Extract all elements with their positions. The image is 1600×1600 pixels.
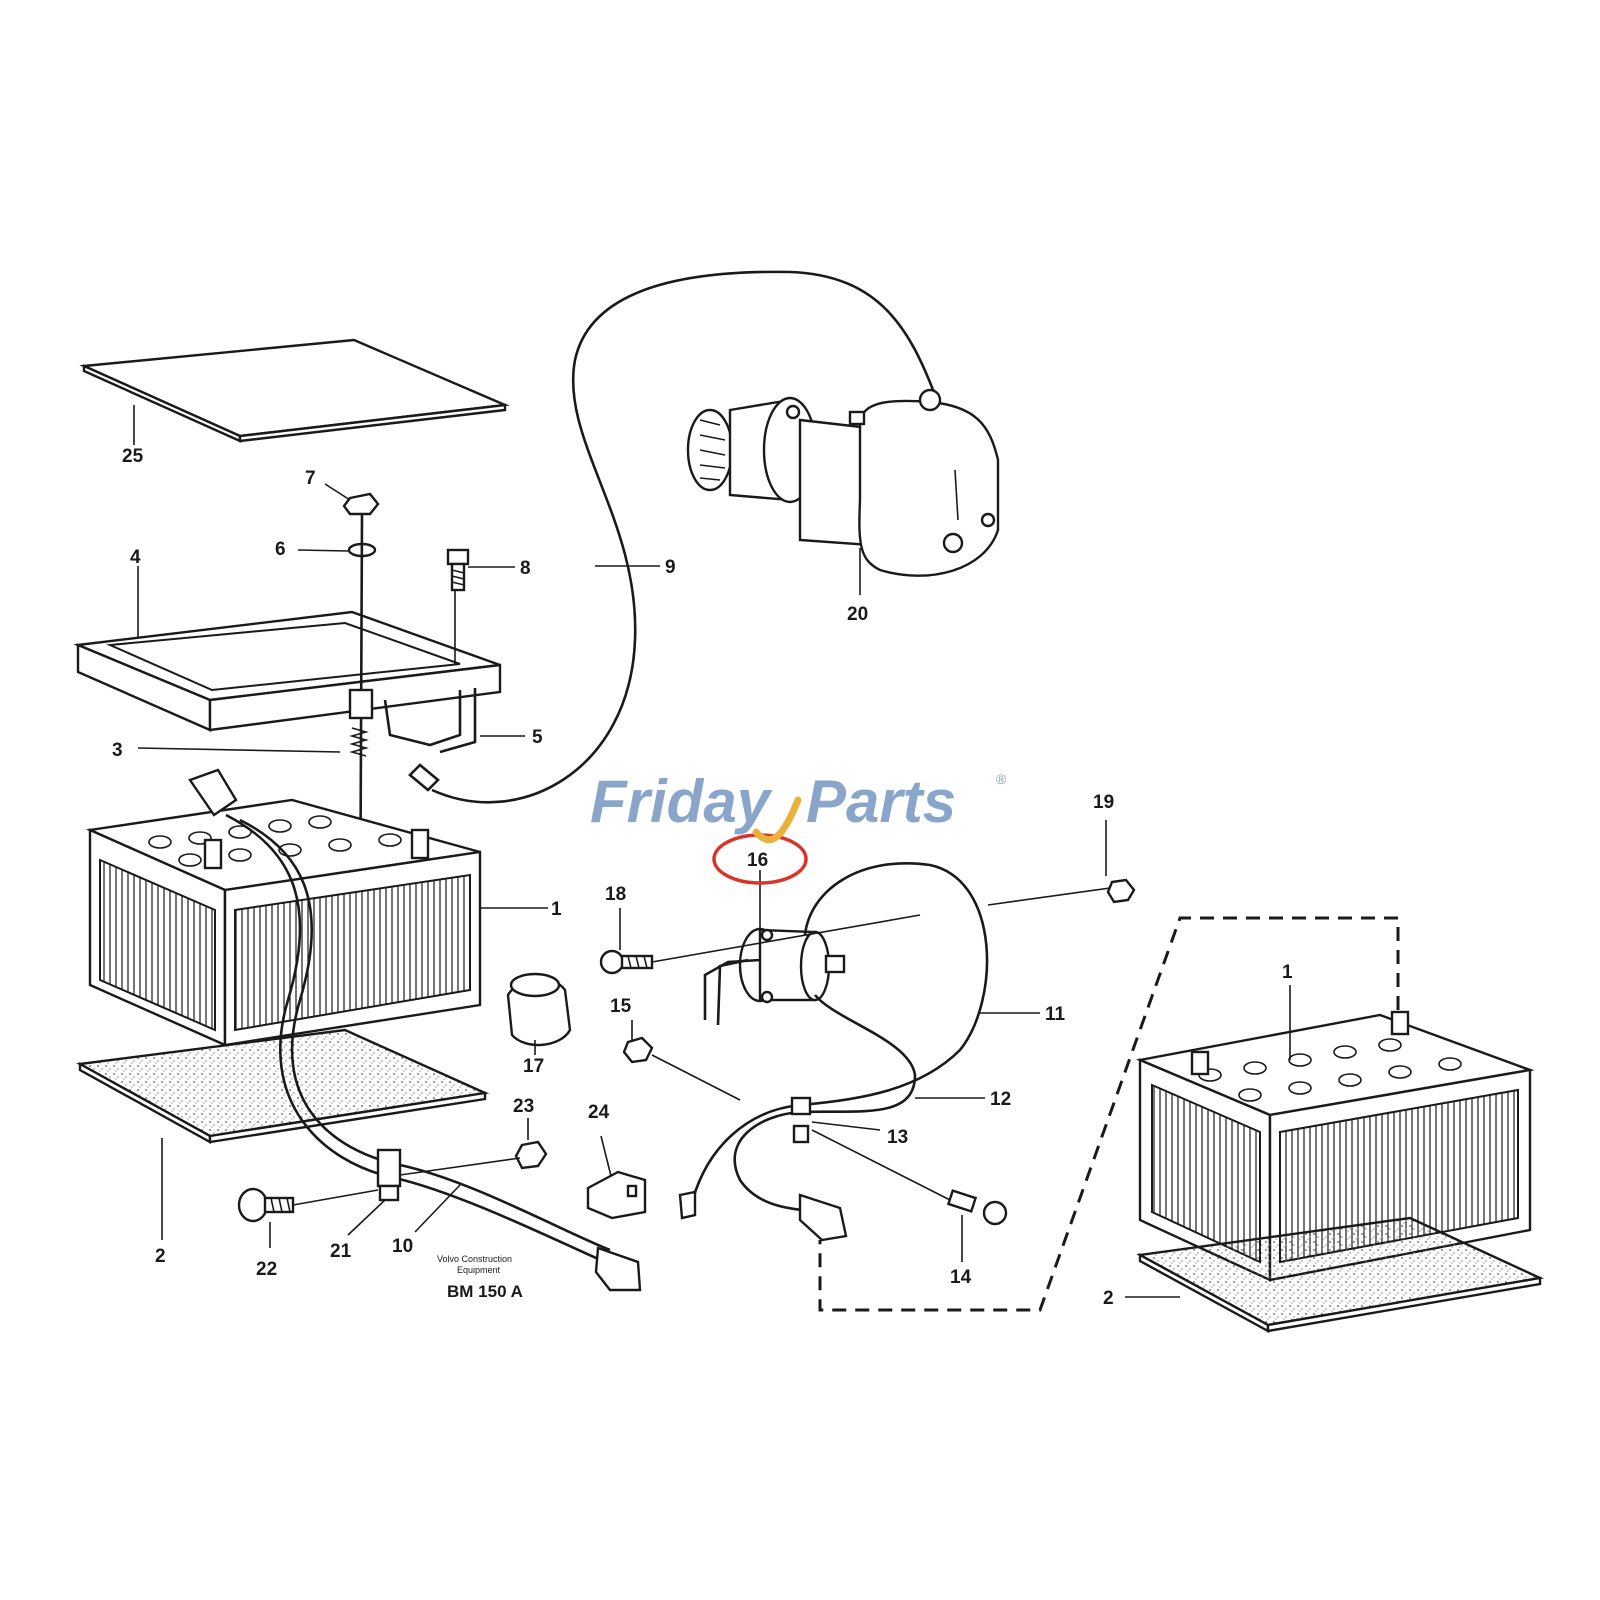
callout-1-left: 1 (551, 899, 562, 920)
caption: Volvo Construction Equipment BM 150 A (437, 1254, 523, 1301)
callout-2-right: 2 (1103, 1288, 1114, 1309)
battery-switch-16 (703, 927, 846, 1026)
callout-labels: 25 7 6 8 4 9 20 5 3 19 1 18 15 17 11 1 1… (112, 446, 1293, 1309)
cable-11 (688, 862, 989, 1211)
callout-22: 22 (256, 1259, 277, 1280)
clip-13 (790, 1096, 812, 1144)
dashed-connection (818, 916, 1400, 1312)
callout-3: 3 (112, 740, 123, 761)
callout-10: 10 (392, 1236, 413, 1257)
caption-line1: Volvo Construction (437, 1254, 512, 1264)
callout-11: 11 (1045, 1004, 1066, 1025)
logo-friday: Friday (590, 768, 773, 835)
nut-15 (622, 1036, 654, 1064)
callout-12: 12 (990, 1089, 1011, 1110)
clamp-21 (376, 1148, 402, 1202)
callout-15: 15 (610, 996, 632, 1017)
cable-10 (188, 768, 642, 1292)
logo-registered-mark: ® (996, 771, 1007, 787)
battery-frame-4 (73, 610, 502, 754)
callout-6: 6 (275, 539, 286, 560)
bolt-22 (237, 1187, 295, 1223)
callout-17: 17 (523, 1056, 544, 1077)
screw-18 (599, 949, 654, 975)
callout-4: 4 (130, 547, 141, 568)
callout-9: 9 (665, 557, 676, 578)
logo-parts: Parts (806, 768, 956, 835)
callout-5: 5 (532, 727, 543, 748)
caption-line2: Equipment (457, 1265, 501, 1275)
fridayparts-logo: Friday Parts ® (590, 768, 1007, 844)
callout-19: 19 (1093, 792, 1114, 813)
callout-21: 21 (330, 1241, 352, 1262)
battery-left-1 (85, 798, 482, 1047)
terminal-cover-24 (586, 1170, 647, 1220)
starter-motor-20 (686, 388, 1000, 577)
cover-plate-25 (79, 338, 510, 443)
callout-24: 24 (588, 1102, 610, 1123)
callout-16: 16 (747, 850, 768, 871)
callout-18: 18 (605, 884, 626, 905)
callout-13: 13 (887, 1127, 908, 1148)
callout-20: 20 (847, 604, 868, 625)
base-pad-left-2 (76, 1028, 490, 1145)
logo-swoosh-icon (752, 796, 802, 844)
caption-code: BM 150 A (447, 1282, 523, 1301)
callout-8: 8 (520, 558, 531, 579)
screw-14 (946, 1189, 1008, 1226)
bolt-8 (446, 548, 470, 592)
nut-23 (514, 1140, 548, 1170)
nut-19 (1106, 878, 1136, 904)
cable-terminal-right (678, 1190, 848, 1242)
rubber-boot-17 (506, 972, 572, 1047)
leader-lines (133, 405, 1291, 1298)
callout-14: 14 (950, 1267, 972, 1288)
base-pad-right-2 (1136, 1216, 1545, 1334)
callout-25: 25 (122, 446, 144, 467)
callout-2-left: 2 (155, 1246, 166, 1267)
callout-7: 7 (305, 468, 316, 489)
cable-9 (408, 270, 937, 804)
callout-1-right: 1 (1282, 962, 1293, 983)
nut-7 (342, 492, 380, 516)
callout-23: 23 (513, 1096, 534, 1117)
